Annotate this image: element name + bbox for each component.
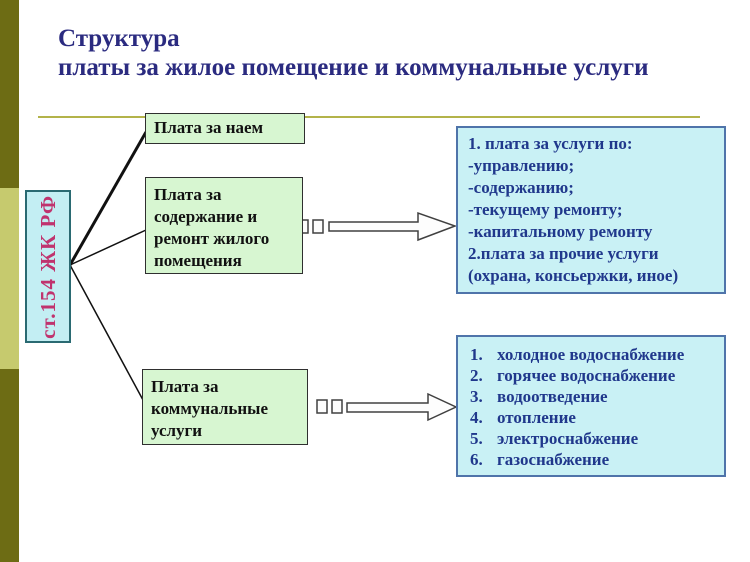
item-text: газоснабжение (497, 450, 610, 469)
source-article-box: ст.154 ЖК РФ (25, 190, 71, 343)
item-number: 2. (470, 366, 483, 385)
line-to-utilities (69, 264, 144, 401)
item-number: 1. (470, 345, 483, 364)
item-number: 4. (470, 408, 483, 427)
utility-service-item: 3. водоотведение (470, 386, 718, 407)
item-text: водоотведение (497, 387, 608, 406)
maintenance-payment-box: Плата за содержание и ремонт жилого поме… (145, 177, 303, 274)
utility-service-item: 4. отопление (470, 407, 718, 428)
utility-service-item: 6. газоснабжение (470, 449, 718, 470)
utility-service-item: 2. горячее водоснабжение (470, 365, 718, 386)
item-number: 3. (470, 387, 483, 406)
item-text: холодное водоснабжение (497, 345, 685, 364)
striped-arrow-maintenance (297, 211, 458, 242)
item-number: 5. (470, 429, 483, 448)
title-underline-rule (38, 116, 700, 118)
left-accent-bar-top (0, 0, 19, 188)
item-text: отопление (497, 408, 576, 427)
striped-arrow-utilities (316, 392, 458, 422)
item-number: 6. (470, 450, 483, 469)
item-text: электроснабжение (497, 429, 639, 448)
source-article-label: ст.154 ЖК РФ (35, 194, 60, 339)
utility-service-item: 5. электроснабжение (470, 428, 718, 449)
left-accent-bar-bottom (0, 369, 19, 562)
utility-service-item: 1. холодное водоснабжение (470, 344, 718, 365)
item-text: горячее водоснабжение (497, 366, 676, 385)
left-accent-bar-middle (0, 188, 19, 369)
slide-title: Структура платы за жилое помещение и ком… (58, 24, 718, 82)
slide-title-line1: Структура (58, 25, 180, 52)
rent-payment-box: Плата за наем (145, 113, 305, 144)
maintenance-details-box: 1. плата за услуги по: -управлению; -сод… (456, 126, 726, 294)
utilities-payment-box: Плата за коммунальные услуги (142, 369, 308, 445)
line-to-maintenance (69, 229, 147, 266)
slide-title-line2: платы за жилое помещение и коммунальные … (58, 54, 649, 81)
branch-lines (68, 131, 148, 401)
utility-services-box: 1. холодное водоснабжение 2. горячее вод… (456, 335, 726, 477)
line-to-rent (68, 131, 148, 266)
